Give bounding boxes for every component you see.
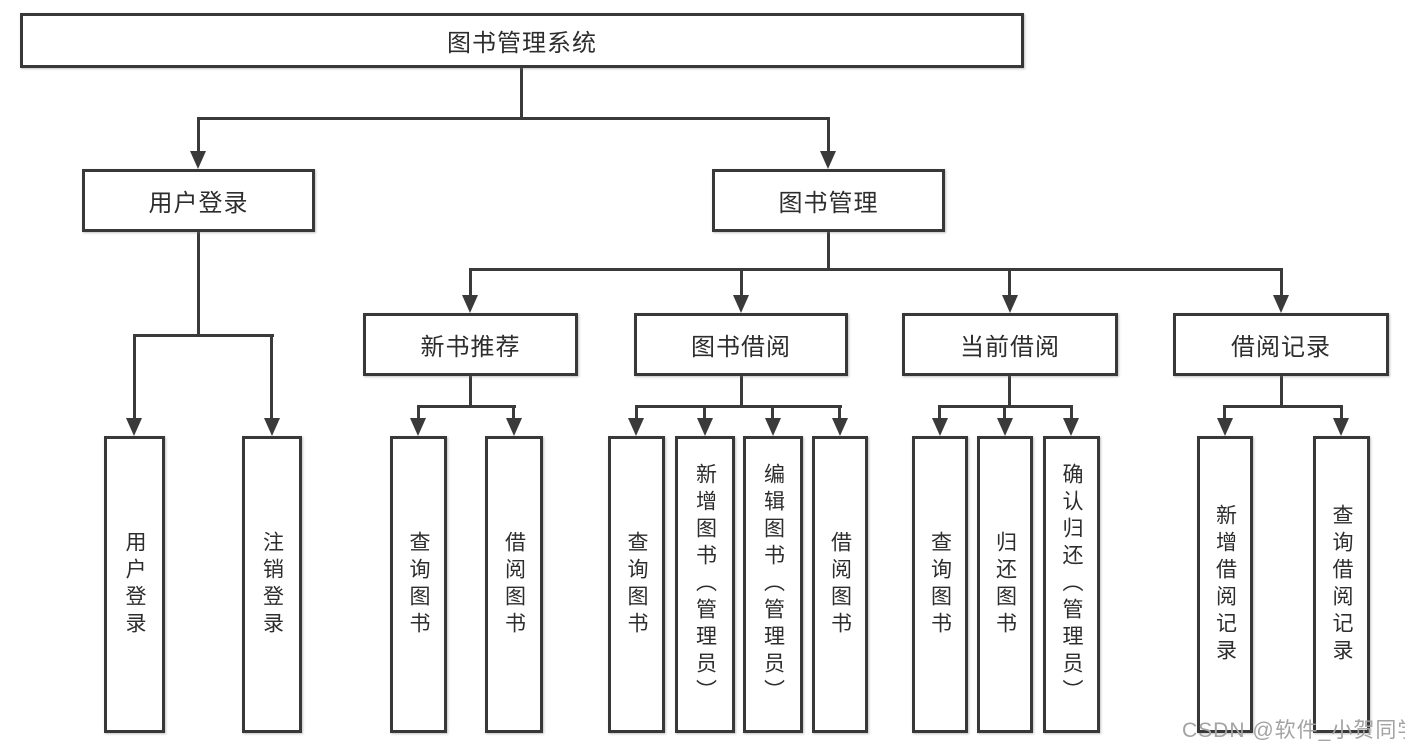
leaf-br-add-record: 新增借阅记录 — [1197, 436, 1253, 733]
connector-leaf-drop — [133, 334, 136, 419]
arrow-down-icon — [697, 418, 713, 436]
leaf-bb-borrow-books: 借阅图书 — [812, 436, 868, 733]
node-user-login: 用户登录 — [82, 169, 315, 232]
connector-leaf-drop — [838, 405, 841, 419]
connector-root-bar — [197, 117, 830, 120]
csdn-watermark: CSDN @软件_小贺同学 — [1182, 719, 1405, 742]
node-book-mgmt-label: 图书管理 — [778, 190, 879, 217]
connector-level2-drop — [1280, 268, 1283, 296]
connector-leaf-drop — [1003, 405, 1006, 419]
leaf-rec-query-books: 查询图书 — [390, 436, 447, 733]
arrow-down-icon — [462, 295, 478, 313]
leaf-user-login: 用户登录 — [104, 436, 165, 733]
node-borrow-records-label: 借阅记录 — [1231, 334, 1331, 361]
arrow-down-icon — [932, 418, 948, 436]
leaf-bb-add-books-label: 新增图书（管理员） — [693, 463, 717, 706]
connector-book-mgmt-stem — [827, 232, 830, 271]
connector-level2-drop — [740, 268, 743, 296]
connector-user-login-bar — [133, 334, 274, 337]
connector-book-borrow-stem — [740, 376, 743, 407]
node-current-borrow-label: 当前借阅 — [960, 334, 1060, 361]
arrow-down-icon — [1273, 295, 1289, 313]
leaf-bb-query-books-label: 查询图书 — [625, 530, 648, 639]
node-borrow-records: 借阅记录 — [1173, 313, 1389, 376]
node-user-login-label: 用户登录 — [148, 190, 249, 217]
connector-leaf-drop — [703, 405, 706, 419]
node-current-borrow: 当前借阅 — [902, 313, 1118, 376]
connector-user-login-stem — [197, 232, 200, 337]
connector-level2-drop — [1008, 268, 1011, 296]
leaf-cb-return-books-label: 归还图书 — [993, 530, 1017, 639]
connector-leaf-drop — [1070, 405, 1073, 419]
connector-book-borrow-bar — [635, 405, 842, 408]
arrow-down-icon — [628, 418, 644, 436]
leaf-cb-query-books: 查询图书 — [912, 436, 968, 733]
connector-leaf-drop — [512, 405, 515, 419]
arrow-down-icon — [264, 418, 280, 436]
connector-book-mgmt-drop — [827, 117, 830, 153]
leaf-br-query-record: 查询借阅记录 — [1313, 436, 1370, 733]
leaf-cb-return-books: 归还图书 — [977, 436, 1033, 733]
arrow-down-icon — [832, 418, 848, 436]
arrow-down-icon — [190, 151, 206, 169]
connector-new-book-rec-bar — [417, 405, 516, 408]
connector-leaf-drop — [1340, 405, 1343, 419]
connector-user-login-drop — [197, 117, 200, 153]
node-new-book-rec-label: 新书推荐 — [420, 334, 521, 361]
connector-root-stem — [520, 68, 523, 118]
arrow-down-icon — [126, 418, 142, 436]
connector-borrow-records-stem — [1280, 376, 1283, 407]
leaf-rec-borrow-books: 借阅图书 — [485, 436, 543, 733]
leaf-bb-borrow-books-label: 借阅图书 — [828, 530, 852, 639]
leaf-bb-add-books: 新增图书（管理员） — [675, 436, 735, 733]
arrow-down-icon — [506, 418, 522, 436]
node-new-book-rec: 新书推荐 — [363, 313, 578, 376]
leaf-br-add-record-label: 新增借阅记录 — [1213, 503, 1237, 666]
connector-leaf-drop — [635, 405, 638, 419]
leaf-rec-borrow-books-label: 借阅图书 — [502, 530, 526, 639]
arrow-down-icon — [410, 418, 426, 436]
connector-current-borrow-stem — [1008, 376, 1011, 407]
connector-leaf-drop — [938, 405, 941, 419]
leaf-user-login-label: 用户登录 — [123, 530, 146, 639]
connector-leaf-drop — [417, 405, 420, 419]
leaf-bb-edit-books: 编辑图书（管理员） — [743, 436, 803, 733]
arrow-down-icon — [820, 151, 836, 169]
arrow-down-icon — [1063, 418, 1079, 436]
arrow-down-icon — [997, 418, 1013, 436]
leaf-bb-edit-books-label: 编辑图书（管理员） — [761, 463, 785, 706]
node-book-mgmt: 图书管理 — [712, 169, 945, 232]
node-root-label: 图书管理系统 — [447, 30, 597, 57]
leaf-br-query-record-label: 查询借阅记录 — [1330, 503, 1353, 666]
connector-level2-drop — [469, 268, 472, 296]
connector-leaf-drop — [771, 405, 774, 419]
node-book-borrow: 图书借阅 — [634, 313, 848, 376]
connector-leaf-drop — [1223, 405, 1226, 419]
leaf-logout-label: 注销登录 — [260, 530, 284, 639]
leaf-cb-query-books-label: 查询图书 — [928, 530, 952, 639]
leaf-logout: 注销登录 — [242, 436, 302, 733]
connector-leaf-drop — [270, 334, 273, 419]
arrow-down-icon — [1002, 295, 1018, 313]
arrow-down-icon — [1217, 418, 1233, 436]
leaf-rec-query-books-label: 查询图书 — [407, 530, 430, 639]
leaf-cb-confirm-return-label: 确认归还（管理员） — [1060, 463, 1083, 706]
arrow-down-icon — [765, 418, 781, 436]
leaf-bb-query-books: 查询图书 — [608, 436, 665, 733]
connector-book-mgmt-bar — [469, 268, 1283, 271]
arrow-down-icon — [1333, 418, 1349, 436]
node-root: 图书管理系统 — [20, 13, 1024, 68]
connector-borrow-records-bar — [1223, 405, 1343, 408]
connector-new-book-rec-stem — [469, 376, 472, 407]
node-book-borrow-label: 图书借阅 — [691, 334, 791, 361]
arrow-down-icon — [733, 295, 749, 313]
leaf-cb-confirm-return: 确认归还（管理员） — [1043, 436, 1100, 733]
